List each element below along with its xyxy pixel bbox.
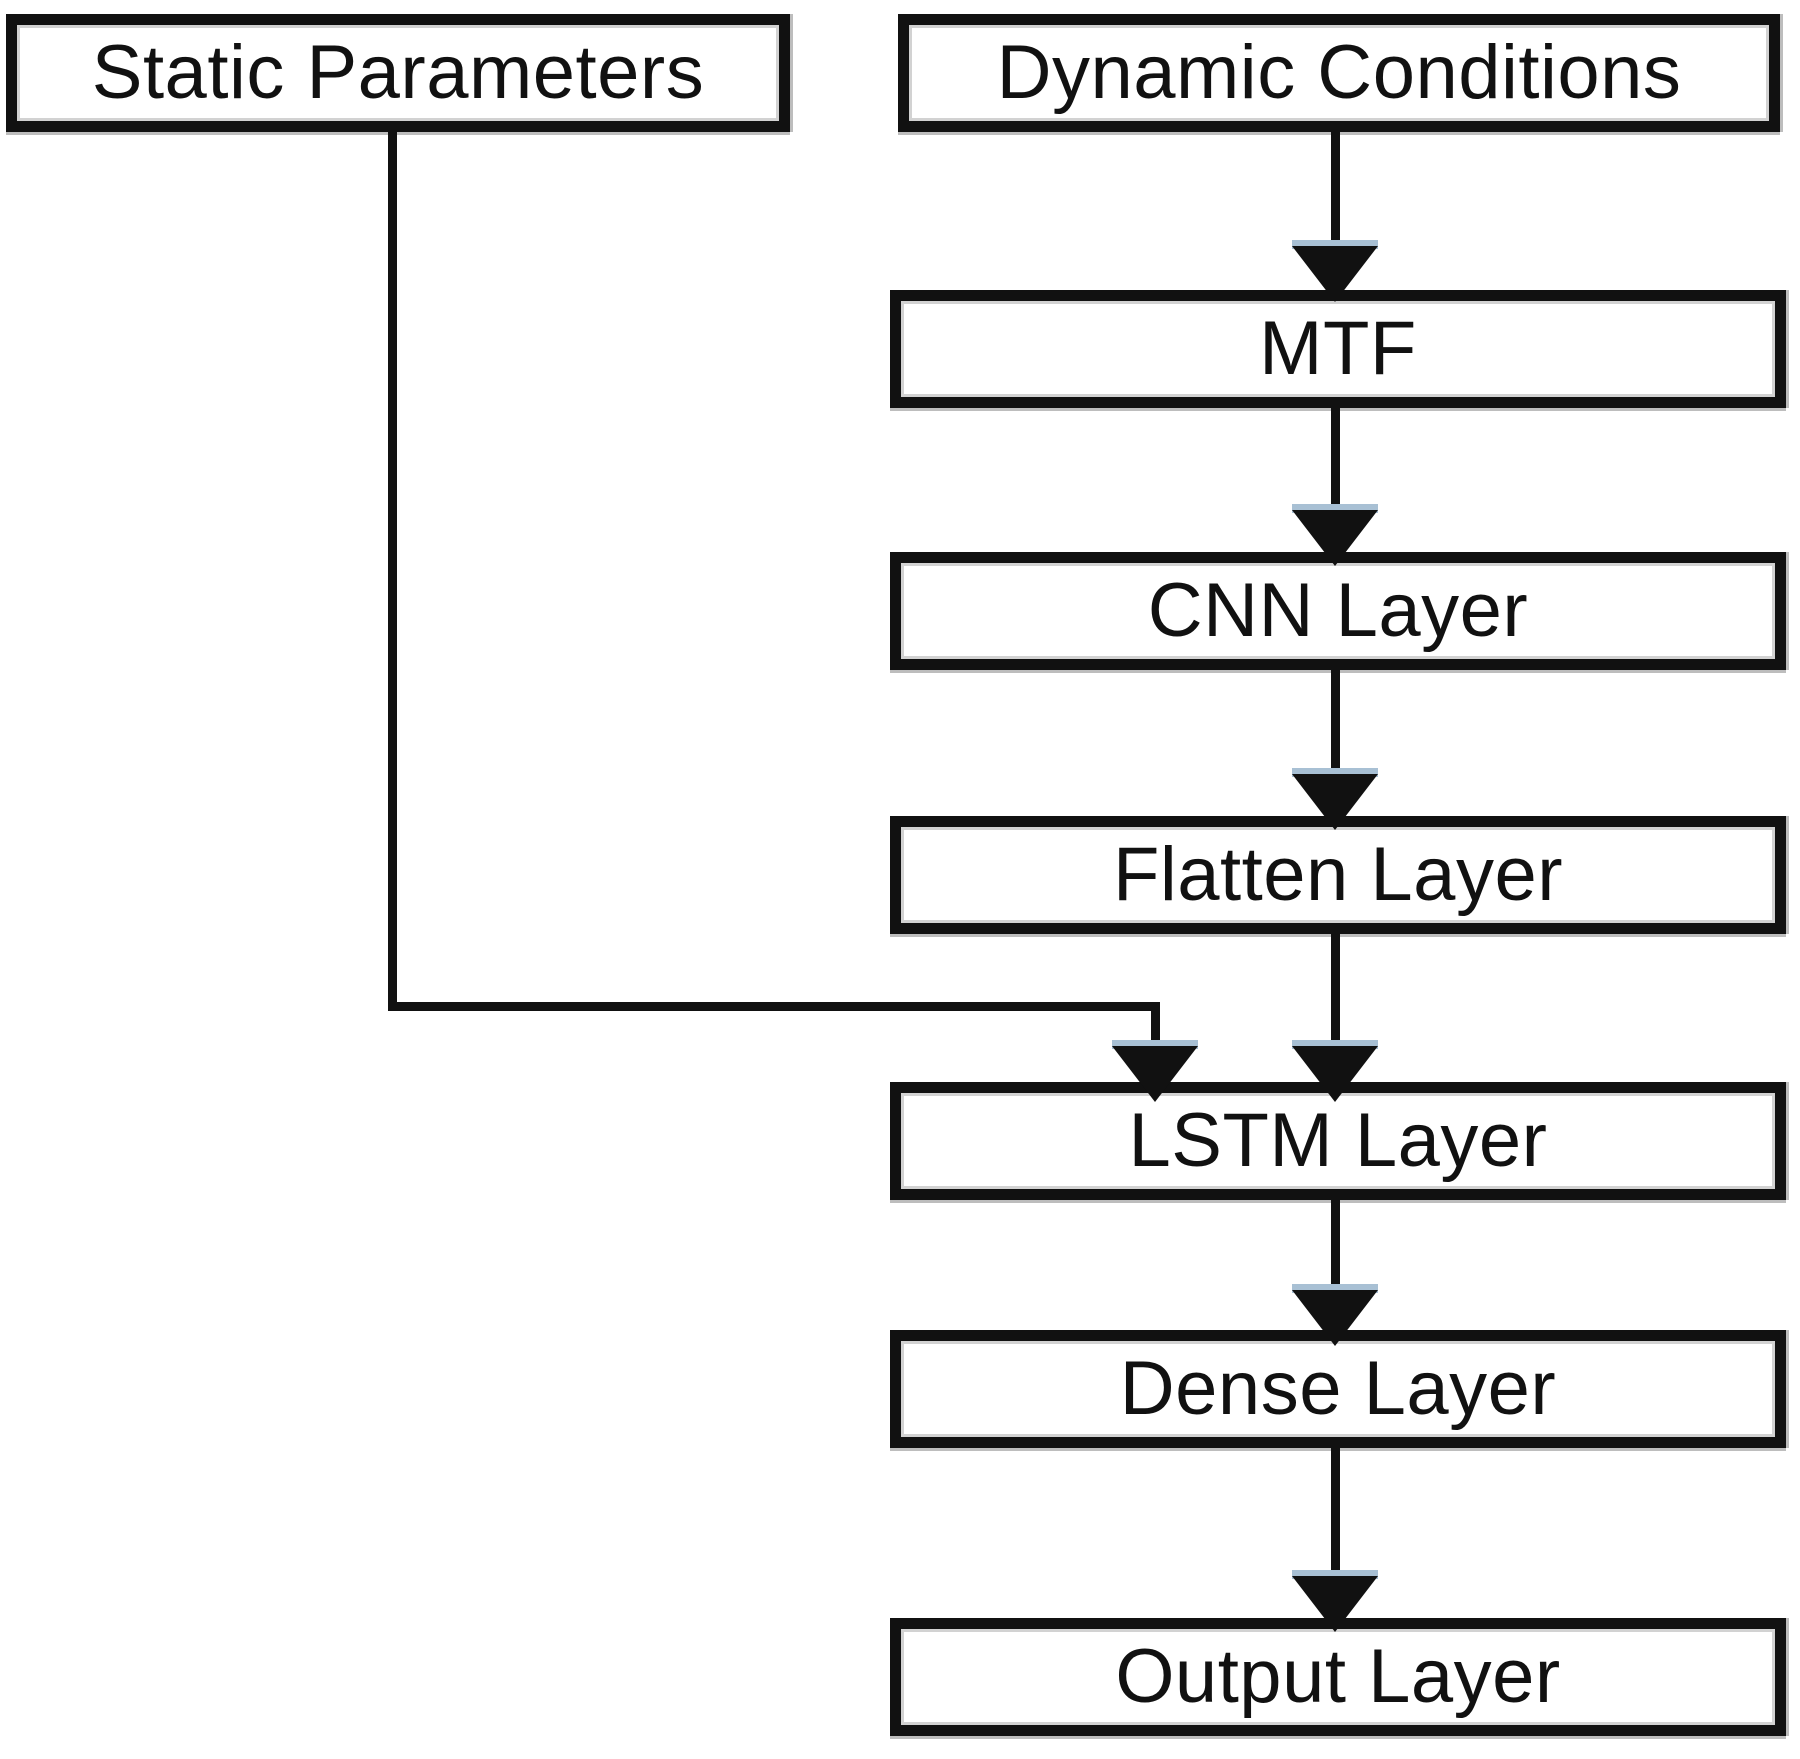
node-output-layer[interactable]: Output Layer bbox=[890, 1618, 1786, 1736]
arrowhead-cap bbox=[1292, 1040, 1378, 1049]
edge-static-to-lstm-segment-right bbox=[388, 1002, 1160, 1011]
arrowhead-cnn-to-flatten bbox=[1292, 768, 1378, 830]
arrowhead-triangle bbox=[1112, 1046, 1198, 1102]
node-label-dense-layer: Dense Layer bbox=[1119, 1346, 1557, 1431]
node-label-mtf: MTF bbox=[1259, 306, 1417, 391]
node-mtf[interactable]: MTF bbox=[890, 290, 1786, 408]
node-label-dynamic-conditions: Dynamic Conditions bbox=[996, 30, 1682, 115]
arrowhead-triangle bbox=[1292, 1046, 1378, 1102]
arrowhead-triangle bbox=[1292, 246, 1378, 302]
edge-flatten-to-lstm-line bbox=[1331, 932, 1340, 1050]
node-flatten-layer[interactable]: Flatten Layer bbox=[890, 816, 1786, 934]
node-lstm-layer[interactable]: LSTM Layer bbox=[890, 1082, 1786, 1200]
arrowhead-dense-to-output bbox=[1292, 1570, 1378, 1632]
edge-lstm-to-dense-line bbox=[1331, 1198, 1340, 1298]
node-label-static-parameters: Static Parameters bbox=[91, 30, 705, 115]
edge-mtf-to-cnn-line bbox=[1331, 406, 1340, 518]
arrowhead-triangle bbox=[1292, 774, 1378, 830]
arrowhead-dynamic-to-mtf bbox=[1292, 240, 1378, 302]
arrowhead-triangle bbox=[1292, 510, 1378, 566]
node-label-flatten-layer: Flatten Layer bbox=[1112, 832, 1564, 917]
node-label-lstm-layer: LSTM Layer bbox=[1128, 1098, 1548, 1183]
arrowhead-cap bbox=[1292, 1284, 1378, 1293]
edge-dynamic-to-mtf-line bbox=[1331, 130, 1340, 252]
node-cnn-layer[interactable]: CNN Layer bbox=[890, 552, 1786, 670]
arrowhead-cap bbox=[1292, 1570, 1378, 1579]
arrowhead-flatten-to-lstm bbox=[1292, 1040, 1378, 1102]
arrowhead-triangle bbox=[1292, 1290, 1378, 1346]
edge-static-to-lstm-segment-drop bbox=[1151, 1002, 1160, 1054]
arrowhead-cap bbox=[1292, 768, 1378, 777]
arrowhead-cap bbox=[1292, 240, 1378, 249]
arrowhead-mtf-to-cnn bbox=[1292, 504, 1378, 566]
arrowhead-cap bbox=[1112, 1040, 1198, 1049]
node-label-cnn-layer: CNN Layer bbox=[1147, 568, 1529, 653]
node-dynamic-conditions[interactable]: Dynamic Conditions bbox=[898, 14, 1780, 132]
edge-static-to-lstm-segment-down bbox=[388, 130, 397, 1010]
node-dense-layer[interactable]: Dense Layer bbox=[890, 1330, 1786, 1448]
edge-dense-to-output-line bbox=[1331, 1446, 1340, 1582]
node-static-parameters[interactable]: Static Parameters bbox=[6, 14, 790, 132]
edge-cnn-to-flatten-line bbox=[1331, 668, 1340, 782]
arrowhead-cap bbox=[1292, 504, 1378, 513]
arrowhead-lstm-to-dense bbox=[1292, 1284, 1378, 1346]
arrowhead-triangle bbox=[1292, 1576, 1378, 1632]
node-label-output-layer: Output Layer bbox=[1115, 1634, 1561, 1719]
arrowhead-static-to-lstm bbox=[1112, 1040, 1198, 1102]
